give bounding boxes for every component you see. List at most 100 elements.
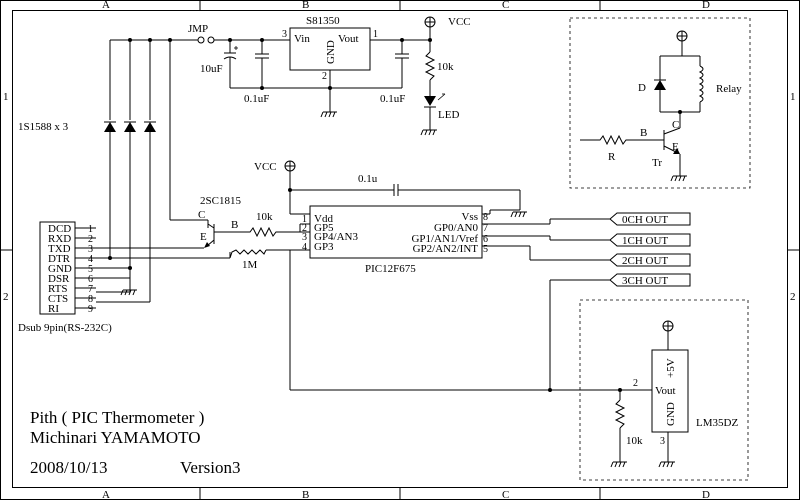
resistor-value: 10k xyxy=(256,211,273,223)
output-tag xyxy=(609,253,691,267)
led-icon: LED xyxy=(424,93,459,130)
output-label: 3CH OUT xyxy=(622,275,668,287)
diode-group: 1S1588 x 3 xyxy=(18,38,156,302)
pic-pin-number: 6 xyxy=(483,234,488,245)
connector-pin-number: 1 xyxy=(88,224,93,235)
row-label: 2 xyxy=(790,291,796,303)
flyback-diode-icon xyxy=(654,79,666,90)
regulator-part: S81350 xyxy=(306,15,340,27)
pin-number: 3 xyxy=(282,29,287,40)
input-electrolytic-capacitor: 10uF xyxy=(200,40,238,88)
transistor-2sc1815: 2SC1815 C B E xyxy=(168,38,241,249)
regulator-pin-gnd: GND xyxy=(325,40,337,64)
transistor-b: B xyxy=(231,219,238,231)
connector-pin-name: DTR xyxy=(48,253,71,265)
column-label: C xyxy=(502,489,509,500)
connector-pin-name: CTS xyxy=(48,293,68,305)
sensor-box: +5V Vout GND 2 3 10k LM35DZ xyxy=(579,299,749,481)
connector-pin-name: DSR xyxy=(48,273,70,285)
cap-value: 10uF xyxy=(200,63,223,75)
connector-pin-number: 7 xyxy=(88,284,93,295)
diode-label: 1S1588 x 3 xyxy=(18,121,69,133)
connector-pin-number: 5 xyxy=(88,264,93,275)
pic-part: PIC12F675 xyxy=(365,263,416,275)
pic-pin-name: GP3 xyxy=(314,241,334,253)
column-label: B xyxy=(302,0,309,11)
jumper-terminal xyxy=(197,36,205,44)
column-label: C xyxy=(502,0,509,11)
pic-pin-number: 8 xyxy=(483,212,488,223)
drawing-version: Version3 xyxy=(180,458,240,477)
pic-pin-name: GP1/AN1/Vref xyxy=(411,233,478,245)
led-resistor: 10k xyxy=(424,51,454,96)
relay-box-c: C xyxy=(672,119,679,131)
led-label: LED xyxy=(438,109,459,121)
jumper-label: JMP xyxy=(188,23,208,35)
pin-number: 3 xyxy=(660,436,665,447)
drawing-author: Michinari YAMAMOTO xyxy=(30,428,200,447)
transistor-c: C xyxy=(198,209,205,221)
column-label: D xyxy=(702,489,710,500)
connector-pin-number: 6 xyxy=(88,274,93,285)
regulator-pin-vout: Vout xyxy=(338,33,359,45)
relay-driver-box: D Relay R B C E Tr xyxy=(569,17,751,189)
connector-pin-number: 2 xyxy=(88,234,93,245)
column-label: D xyxy=(702,0,710,11)
output-tag xyxy=(609,273,691,287)
row-label: 1 xyxy=(790,91,796,103)
relay-box-tr: Tr xyxy=(652,157,662,169)
pic-pin-name: Vdd xyxy=(314,213,333,225)
sensor-supply: +5V xyxy=(665,358,677,378)
connector-pin-number: 4 xyxy=(88,254,93,265)
diode-icon xyxy=(144,121,156,132)
title-block: Pith ( PIC Thermometer ) Michinari YAMAM… xyxy=(30,408,240,477)
output-label: 0CH OUT xyxy=(622,214,668,226)
connector-label: Dsub 9pin(RS-232C) xyxy=(18,322,112,334)
pic-pin-name: GP4/AN3 xyxy=(314,231,359,243)
pic-pin-number: 5 xyxy=(483,244,488,255)
power-supply: JMP 10uF 0.1uF S81350 Vin Vout G xyxy=(110,15,471,136)
lm35-body xyxy=(651,349,689,433)
pic-pin-name: GP0/AN0 xyxy=(434,222,479,234)
connector-pin-name: RXD xyxy=(48,233,71,245)
input-ceramic-capacitor: 0.1uF xyxy=(244,40,269,105)
pic-pin-number: 1 xyxy=(302,214,307,225)
pic-pin-number: 4 xyxy=(302,242,307,253)
connector-wiring xyxy=(96,247,230,303)
diode-icon xyxy=(124,121,136,132)
output-wiring xyxy=(289,218,640,392)
jumper-terminal xyxy=(207,36,215,44)
resistor-value: 10k xyxy=(437,61,454,73)
column-label: A xyxy=(102,0,110,11)
relay-box-d: D xyxy=(638,82,646,94)
row-label: 1 xyxy=(3,91,9,103)
pic-pin-name: GP5 xyxy=(314,222,334,234)
pic-pin-number: 3 xyxy=(302,232,307,243)
pin-number: 2 xyxy=(322,71,327,82)
relay-box-b: B xyxy=(640,127,647,139)
pic-pin-number: 2 xyxy=(302,223,307,234)
transistor-e: E xyxy=(200,231,207,243)
resistor-value: 1M xyxy=(242,259,258,271)
pic-pin-name: GP2/AN2/INT xyxy=(413,243,479,255)
output-label: 2CH OUT xyxy=(622,255,668,267)
cap-value: 0.1uF xyxy=(380,93,405,105)
column-label: B xyxy=(302,489,309,500)
pin-number: 2 xyxy=(633,378,638,389)
row-label: 2 xyxy=(3,291,9,303)
relay-box-e: E xyxy=(672,141,679,153)
cap-value: 0.1u xyxy=(358,173,378,185)
pic-pin-number: 7 xyxy=(483,223,488,234)
relay-box-r: R xyxy=(608,151,616,163)
connector-pin-number: 8 xyxy=(88,294,93,305)
connector-pin-name: RI xyxy=(48,303,59,315)
connector-pin-name: RTS xyxy=(48,283,68,295)
column-label: A xyxy=(102,489,110,500)
relay-label: Relay xyxy=(716,83,742,95)
vcc-terminal: VCC xyxy=(424,16,471,52)
